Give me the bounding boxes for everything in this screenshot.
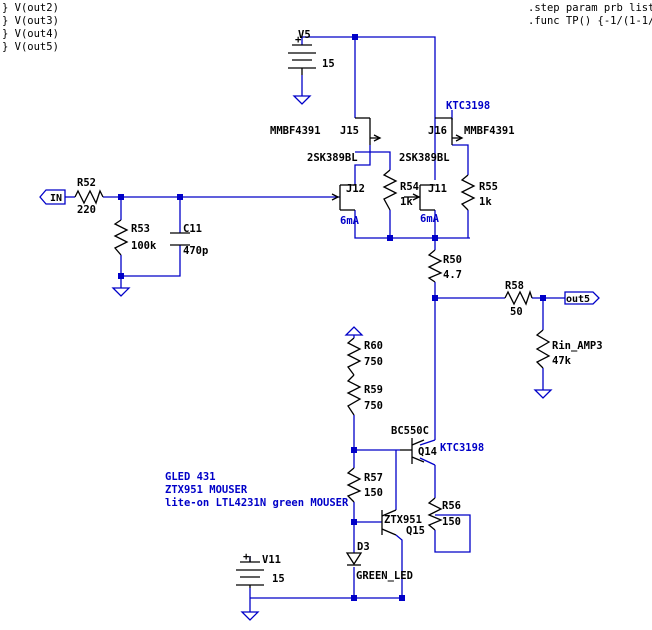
q15-name: Q15 xyxy=(406,525,425,537)
j11-model: 2SK389BL xyxy=(399,152,450,164)
v11-value: 15 xyxy=(272,573,285,585)
rin-amp3-resistor xyxy=(535,329,551,369)
junctions xyxy=(118,34,546,601)
c11-capacitor xyxy=(170,232,190,246)
v11-name: V11 xyxy=(262,554,281,566)
r59-name: R59 xyxy=(364,384,383,396)
output-port: out5 xyxy=(564,291,600,305)
d3-model: GREEN_LED xyxy=(356,570,413,582)
r55-value: 1k xyxy=(479,196,492,208)
trace-directive-3: } V(out4) xyxy=(2,28,59,40)
r50-value: 4.7 xyxy=(443,269,462,281)
trace-directive-1: } V(out2) xyxy=(2,2,59,14)
j12-name: J12 xyxy=(346,183,365,195)
r50-name: R50 xyxy=(443,254,462,266)
r52-name: R52 xyxy=(77,177,96,189)
rin-amp3-name: Rin_AMP3 xyxy=(552,340,603,352)
r56-name: R56 xyxy=(442,500,461,512)
r56-value: 150 xyxy=(442,516,461,528)
ktc3198-top-note: KTC3198 xyxy=(446,100,490,112)
gled-note-line-3: lite-on LTL4231N green MOUSER xyxy=(165,497,349,509)
ktc3198-mid-note: KTC3198 xyxy=(440,442,484,454)
rin-amp3-value: 47k xyxy=(552,355,572,367)
r54-name: R54 xyxy=(400,181,419,193)
j11-jfet xyxy=(404,184,435,211)
r60-name: R60 xyxy=(364,340,383,352)
d3-led xyxy=(345,552,363,566)
q15-transistor xyxy=(381,509,397,536)
q14-name: Q14 xyxy=(418,446,437,458)
trace-directive-4: } V(out5) xyxy=(2,41,59,53)
r58-name: R58 xyxy=(505,280,524,292)
v5-source: + xyxy=(288,34,316,75)
r55-resistor xyxy=(460,174,476,211)
r56-resistor xyxy=(427,497,443,531)
v5-plus-sign: + xyxy=(295,34,301,46)
current-note-left: 6mA xyxy=(340,215,360,227)
ground-symbols xyxy=(111,95,553,621)
input-port-label: IN xyxy=(50,193,62,204)
j12-model: 2SK389BL xyxy=(307,152,358,164)
gled-note-line-1: GLED 431 xyxy=(165,471,216,483)
r59-value: 750 xyxy=(364,400,383,412)
r50-resistor xyxy=(427,249,443,283)
r60-value: 750 xyxy=(364,356,383,368)
j11-name: J11 xyxy=(428,183,447,195)
q14-model: BC550C xyxy=(391,425,429,437)
r58-resistor xyxy=(504,289,533,306)
c11-value: 470p xyxy=(183,245,208,257)
d3-name: D3 xyxy=(357,541,370,553)
r57-resistor xyxy=(346,467,362,503)
r58-value: 50 xyxy=(510,306,523,318)
r53-resistor xyxy=(113,219,129,256)
j16-jfet xyxy=(435,117,464,145)
j15-model: MMBF4391 xyxy=(270,125,321,137)
r60-resistor xyxy=(346,337,362,376)
v11-source: + xyxy=(236,551,264,588)
gled-note-line-2: ZTX951 MOUSER xyxy=(165,484,248,496)
r53-name: R53 xyxy=(131,223,150,235)
input-port: IN xyxy=(39,189,66,205)
j12-jfet xyxy=(331,184,355,211)
r55-name: R55 xyxy=(479,181,498,193)
j15-name: J15 xyxy=(340,125,359,137)
r52-resistor xyxy=(74,189,104,205)
j16-name: J16 xyxy=(428,125,447,137)
output-port-label: out5 xyxy=(566,294,590,305)
j15-jfet xyxy=(355,117,382,145)
q15-model: ZTX951 xyxy=(384,514,422,526)
v11-plus-sign: + xyxy=(243,551,249,563)
v5-value: 15 xyxy=(322,58,335,70)
wires xyxy=(65,36,565,612)
r57-value: 150 xyxy=(364,487,383,499)
r59-resistor xyxy=(346,374,362,416)
r54-resistor xyxy=(382,169,398,211)
r52-value: 220 xyxy=(77,204,96,216)
current-note-right: 6mA xyxy=(420,213,440,225)
func-directive: .func TP() {-1/(1-1/(2* xyxy=(528,15,652,27)
v5-name: V5 xyxy=(298,29,311,41)
r53-value: 100k xyxy=(131,240,157,252)
c11-name: C11 xyxy=(183,223,202,235)
q14-transistor xyxy=(400,438,425,464)
r54-value: 1k xyxy=(400,196,413,208)
trace-directive-2: } V(out3) xyxy=(2,15,59,27)
r57-name: R57 xyxy=(364,472,383,484)
j16-model: MMBF4391 xyxy=(464,125,515,137)
step-directive: .step param prb list -1 1 xyxy=(528,2,652,14)
